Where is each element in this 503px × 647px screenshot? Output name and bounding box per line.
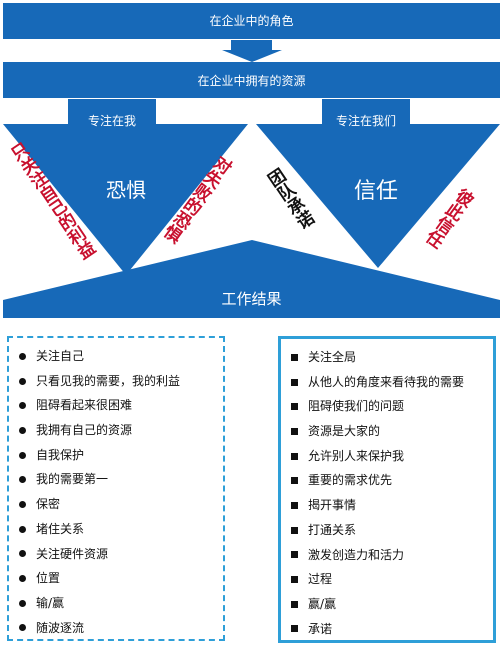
- list-item: 阻碍使我们的问题: [291, 394, 493, 419]
- bullet-square-icon: [291, 600, 298, 608]
- bullet-square-icon: [291, 403, 298, 411]
- diagram-shapes: [3, 3, 500, 318]
- trust-behaviors-list: 关注全局从他人的角度来看待我的需要阻碍使我们的问题资源是大家的允许别人来保护我重…: [281, 339, 493, 641]
- bullet-square-icon: [291, 353, 298, 361]
- diagram: 在企业中的角色 在企业中拥有的资源 专注在我 专注在我们 恐惧 信任 工作结果 …: [0, 0, 503, 320]
- list-item: 激发创造力和活力: [291, 543, 493, 568]
- list-item: 资源是大家的: [291, 419, 493, 444]
- list-item: 关注硬件资源: [19, 542, 223, 567]
- role-label: 在企业中的角色: [209, 14, 294, 28]
- bullet-square-icon: [291, 378, 298, 386]
- resources-label: 在企业中拥有的资源: [197, 74, 306, 88]
- list-item-label: 我拥有自己的资源: [36, 423, 133, 438]
- focus-us-label: 专注在我们: [335, 114, 396, 128]
- trust-label: 信任: [353, 179, 398, 204]
- fear-behaviors-list: 关注自己只看见我的需要，我的利益阻碍看起来很困难我拥有自己的资源自我保护我的需要…: [9, 338, 223, 640]
- trust-behaviors-panel: 关注全局从他人的角度来看待我的需要阻碍使我们的问题资源是大家的允许别人来保护我重…: [278, 336, 496, 643]
- right-stem: [322, 99, 410, 124]
- bullet-dot-icon: [19, 352, 26, 360]
- list-item: 堵住关系: [19, 517, 223, 542]
- bullet-dot-icon: [19, 599, 26, 607]
- list-item: 过程: [291, 567, 493, 592]
- bullet-dot-icon: [19, 550, 26, 558]
- list-item: 只看见我的需要，我的利益: [19, 369, 223, 394]
- list-item-label: 自我保护: [36, 447, 85, 462]
- list-item-label: 堵住关系: [36, 521, 85, 536]
- bullet-dot-icon: [19, 525, 26, 533]
- list-item-label: 我的需要第一: [36, 472, 109, 487]
- list-item: 允许别人来保护我: [291, 444, 493, 469]
- bullet-dot-icon: [19, 402, 26, 410]
- list-item-label: 随波逐流: [36, 620, 85, 635]
- bullet-dot-icon: [19, 377, 26, 385]
- list-item-label: 资源是大家的: [308, 424, 381, 439]
- list-item: 我拥有自己的资源: [19, 418, 223, 443]
- list-item-label: 只看见我的需要，我的利益: [36, 373, 181, 388]
- list-item-label: 输/赢: [36, 595, 65, 610]
- result-arrow: [3, 240, 500, 318]
- list-item: 随波逐流: [19, 616, 223, 641]
- list-item-label: 关注硬件资源: [36, 546, 109, 561]
- list-item: 阻碍看起来很困难: [19, 393, 223, 418]
- bullet-dot-icon: [19, 624, 26, 632]
- role-bar: [3, 3, 500, 39]
- list-item-label: 从他人的角度来看待我的需要: [308, 374, 465, 389]
- list-item-label: 重要的需求优先: [308, 473, 393, 488]
- list-item-label: 保密: [36, 497, 61, 512]
- bullet-dot-icon: [19, 476, 26, 484]
- trust-triangle: [256, 124, 500, 268]
- list-item: 重要的需求优先: [291, 468, 493, 493]
- fear-behaviors-panel: 关注自己只看见我的需要，我的利益阻碍看起来很困难我拥有自己的资源自我保护我的需要…: [7, 336, 225, 641]
- list-item-label: 激发创造力和活力: [308, 547, 405, 562]
- list-item-label: 打通关系: [308, 522, 357, 537]
- list-item-label: 赢/赢: [308, 596, 337, 611]
- list-item: 保密: [19, 492, 223, 517]
- list-item: 从他人的角度来看待我的需要: [291, 370, 493, 395]
- bullet-square-icon: [291, 576, 298, 584]
- list-item-label: 过程: [308, 572, 333, 587]
- list-item: 关注全局: [291, 345, 493, 370]
- role-to-resources-arrow: [222, 40, 282, 62]
- bullet-square-icon: [291, 501, 298, 509]
- list-item: 输/赢: [19, 591, 223, 616]
- bullet-square-icon: [291, 551, 298, 559]
- list-item: 揭开事情: [291, 493, 493, 518]
- list-item-label: 揭开事情: [308, 498, 357, 513]
- bullet-dot-icon: [19, 500, 26, 508]
- bullet-square-icon: [291, 427, 298, 435]
- bullet-dot-icon: [19, 451, 26, 459]
- list-item: 我的需要第一: [19, 467, 223, 492]
- list-item: 位置: [19, 566, 223, 591]
- list-item-label: 关注自己: [36, 349, 85, 363]
- bullet-dot-icon: [19, 426, 26, 434]
- bullet-square-icon: [291, 625, 298, 633]
- bullet-dot-icon: [19, 575, 26, 583]
- list-item: 自我保护: [19, 443, 223, 468]
- list-item-label: 阻碍看起来很困难: [36, 398, 133, 413]
- fear-triangle: [3, 124, 248, 275]
- focus-self-label: 专注在我: [87, 114, 136, 128]
- resources-bar: [3, 62, 500, 98]
- fear-label: 恐惧: [106, 178, 146, 202]
- list-item: 承诺: [291, 617, 493, 642]
- list-item-label: 承诺: [308, 621, 333, 636]
- list-item-label: 阻碍使我们的问题: [308, 399, 405, 414]
- list-item-label: 关注全局: [308, 350, 357, 364]
- list-item: 关注自己: [19, 344, 223, 369]
- list-item: 打通关系: [291, 518, 493, 543]
- bullet-square-icon: [291, 526, 298, 534]
- result-label: 工作结果: [221, 290, 282, 308]
- bullet-square-icon: [291, 477, 298, 485]
- bullet-square-icon: [291, 452, 298, 460]
- list-item-label: 允许别人来保护我: [308, 448, 405, 463]
- list-item-label: 位置: [36, 571, 61, 586]
- list-item: 赢/赢: [291, 592, 493, 617]
- left-stem: [68, 99, 156, 124]
